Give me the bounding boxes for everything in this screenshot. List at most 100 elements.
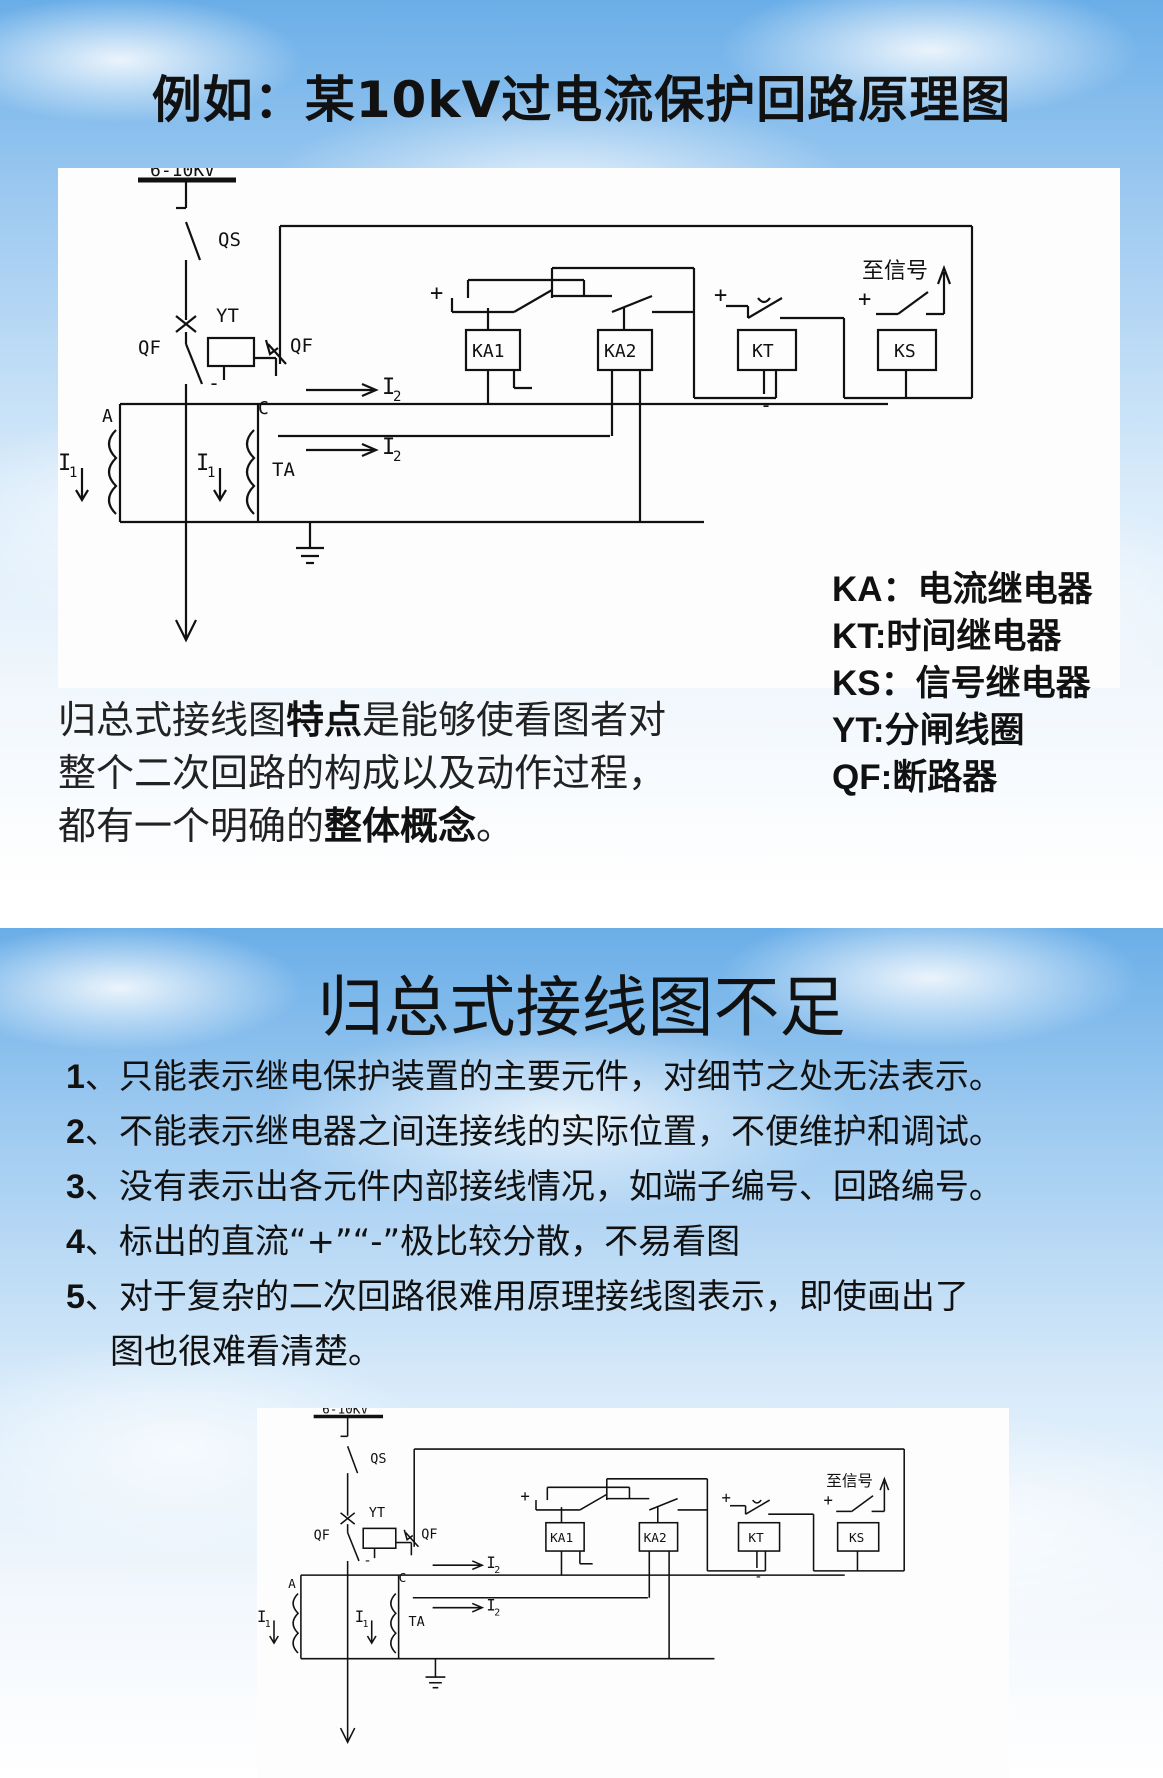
phase-c-label: C — [399, 1571, 407, 1586]
description-line-3: 都有一个明确的整体概念。 — [58, 800, 818, 853]
phase-c-label: C — [258, 398, 269, 419]
desc-text: 归总式接线图 — [58, 698, 287, 742]
ct-coil-a — [292, 1592, 300, 1654]
qs-label: QS — [218, 229, 241, 251]
dc-plus: + — [430, 281, 443, 306]
list-item-number: 1 — [66, 1058, 85, 1096]
kt-delay-mark — [757, 297, 771, 304]
i2-label-1-subscript: 2 — [494, 1565, 500, 1576]
ka1-label: KA1 — [550, 1531, 573, 1546]
list-item: 3、没有表示出各元件内部接线情况，如端子编号、回路编号。 — [66, 1160, 1146, 1215]
i2-arrow-head — [471, 1602, 485, 1613]
i2-label-1: I — [382, 375, 395, 400]
i1-label-c: I — [196, 451, 209, 476]
i2-label-1: I — [486, 1554, 495, 1572]
phase-a-label: A — [288, 1577, 296, 1592]
kt-label: KT — [752, 341, 774, 362]
qf-aux-arrow — [403, 1529, 414, 1542]
qf-x-mark — [175, 315, 197, 333]
legend-item-kt: KT:时间继电器 — [832, 617, 1062, 656]
i1-label-c: I — [355, 1608, 364, 1626]
list-item-text: 、只能表示继电保护装置的主要元件，对细节之处无法表示。 — [84, 1057, 1003, 1097]
slide-separator — [0, 892, 1163, 928]
desc-text: 是能够使看图者对 — [362, 698, 667, 742]
qf-label: QF — [314, 1529, 330, 1544]
ks-label: KS — [894, 341, 916, 362]
ct-coil-c — [245, 429, 256, 515]
i1-label-a: I — [58, 451, 71, 476]
legend-item-ka: KA：电流继电器 — [832, 570, 1093, 609]
busbar-label: 6-10KV — [150, 168, 215, 181]
phase-a-label: A — [102, 406, 113, 427]
ka2-label: KA2 — [644, 1531, 667, 1546]
kt-relay — [737, 1521, 781, 1552]
signal-arrow — [879, 1476, 890, 1491]
ka2-label: KA2 — [604, 341, 637, 362]
qf-aux-label: QF — [421, 1527, 437, 1542]
legend-item-yt: YT:分闸线圈 — [832, 711, 1025, 750]
i1-label-a-subscript: 1 — [69, 465, 77, 481]
list-item-number: 4 — [66, 1223, 85, 1261]
i2-label-2: I — [382, 435, 395, 460]
list-item: 1、只能表示继电保护装置的主要元件，对细节之处无法表示。 — [66, 1050, 1146, 1105]
ks-label: KS — [849, 1531, 864, 1546]
dc-plus: + — [520, 1487, 529, 1505]
kt-delay-mark — [752, 1499, 762, 1504]
ks-relay — [836, 1521, 880, 1552]
qf-x-mark — [340, 1512, 356, 1525]
i1-arrow-head — [213, 489, 227, 503]
i1-label-c-subscript: 1 — [363, 1619, 369, 1630]
i2-label-2-subscript: 2 — [393, 449, 401, 465]
yt-minus: - — [208, 371, 220, 395]
list-item-text: 、标出的直流“+”“-”极比较分散，不易看图 — [84, 1222, 741, 1262]
desc-text: 。 — [476, 804, 515, 848]
i1-label-c-subscript: 1 — [207, 465, 215, 481]
qf-switch — [184, 343, 204, 385]
list-item: 4、标出的直流“+”“-”极比较分散，不易看图 — [66, 1215, 1146, 1270]
ka2-relay — [638, 1521, 679, 1552]
description-line-2: 整个二次回路的构成以及动作过程， — [58, 751, 667, 795]
slide-1-title: 例如：某10kV过电流保护回路原理图 — [151, 71, 1012, 129]
kt-timed-contact — [745, 1499, 771, 1515]
qf-aux-contact — [267, 343, 287, 365]
qf-aux-arrow — [264, 339, 279, 356]
legend-item-ks: KS：信号继电器 — [832, 664, 1091, 703]
qf-label: QF — [138, 337, 161, 359]
i2-label-2: I — [486, 1597, 495, 1615]
list-item-text: 、没有表示出各元件内部接线情况，如端子编号、回路编号。 — [84, 1167, 1003, 1207]
list-item: 5、对于复杂的二次回路很难用原理接线图表示，即使画出了 — [66, 1270, 1146, 1325]
ks-plus: + — [823, 1492, 832, 1510]
ks-plus: + — [858, 287, 871, 312]
i2-arrow-head — [471, 1560, 485, 1571]
i1-arrow-head — [366, 1635, 377, 1645]
ka1-contact — [579, 1493, 608, 1511]
signal-label: 至信号 — [862, 259, 928, 284]
yt-label: YT — [216, 305, 239, 327]
qs-label: QS — [370, 1452, 386, 1467]
ka1-contact — [513, 289, 553, 313]
kt-relay — [736, 328, 798, 372]
list-item-number: 5 — [66, 1278, 85, 1316]
ka1-label: KA1 — [472, 341, 505, 362]
list-item-number: 3 — [66, 1168, 85, 1206]
ks-contact — [851, 1495, 874, 1513]
yt-coil — [206, 336, 256, 368]
ks-contact — [897, 291, 929, 315]
i2-arrow-head — [361, 382, 379, 398]
qs-switch — [184, 221, 202, 261]
qf-switch — [346, 1532, 360, 1562]
i2-label-2-subscript: 2 — [494, 1607, 500, 1618]
desc-text: 都有一个明确的 — [58, 804, 325, 848]
yt-coil — [362, 1527, 397, 1549]
ct-coil-c — [390, 1592, 397, 1654]
list-item-text: 、对于复杂的二次回路很难用原理接线图表示，即使画出了 — [84, 1277, 969, 1317]
kt-minus: - — [760, 393, 772, 417]
busbar-label: 6-10KV — [322, 1408, 368, 1418]
kt-plus: + — [722, 1489, 731, 1507]
ka1-relay — [545, 1521, 585, 1552]
